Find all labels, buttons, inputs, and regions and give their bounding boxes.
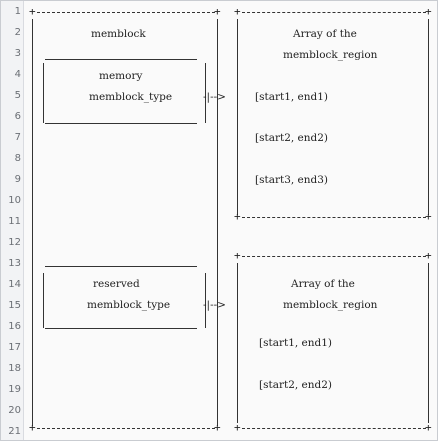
right-top-title-line1: Array of the [293,28,357,40]
right-bottom-entry: [start2, end2) [259,379,333,391]
corner-plus: + [425,421,432,434]
right-top-entry: [start3, end3) [255,174,329,186]
line-number: 3 [14,48,21,59]
left-box-left-border [32,19,33,426]
memory-region-type: memblock_type [89,91,173,103]
ascii-diagram: + + + + memblock memory memblock_type re… [23,1,437,440]
memory-arrow: -|--> [203,91,226,103]
line-number: 16 [8,321,21,332]
corner-plus: + [214,421,221,434]
reserved-region-name: reserved [93,278,140,290]
right-bottom-box-top-border [242,256,426,257]
right-bottom-title-line1: Array of the [291,278,355,290]
right-bottom-box-left-border [237,263,238,423]
line-number: 12 [8,237,21,248]
line-number-gutter: 1 2 3 4 5 6 7 8 9 10 11 12 13 14 15 16 1… [1,1,24,440]
line-number: 15 [8,300,21,311]
line-number: 6 [14,111,21,122]
reserved-box-bottom-border [45,328,197,329]
line-number: 20 [8,405,21,416]
left-box-bottom-border [37,428,215,429]
corner-plus: + [234,210,241,223]
memblock-title: memblock [91,28,146,40]
line-number: 11 [8,216,21,227]
corner-plus: + [234,5,241,18]
right-top-box-left-border [237,19,238,215]
line-number: 4 [14,69,21,80]
memory-box-bottom-border [45,123,197,124]
right-top-entry: [start2, end2) [255,132,329,144]
line-number: 5 [14,90,21,101]
line-number: 7 [14,132,21,143]
memory-region-name: memory [99,70,143,82]
left-box-right-border [217,19,218,426]
line-number: 9 [14,174,21,185]
memory-box-left-border [43,63,44,123]
line-number: 21 [8,426,21,437]
right-bottom-entry: [start1, end1) [259,337,333,349]
line-number: 14 [8,279,21,290]
right-top-box-top-border [242,12,426,13]
line-number: 18 [8,363,21,374]
reserved-box-left-border [43,273,44,328]
left-box-top-border [37,12,215,13]
reserved-box-top-border [45,266,197,267]
corner-plus: + [214,5,221,18]
right-top-title-line2: memblock_region [283,49,378,61]
right-top-entry: [start1, end1) [255,91,329,103]
line-number: 19 [8,384,21,395]
line-number: 1 [14,6,21,17]
right-bottom-box-bottom-border [242,428,426,429]
right-top-box-bottom-border [242,217,426,218]
right-bottom-box-right-border [428,263,429,423]
corner-plus: + [234,421,241,434]
corner-plus: + [29,5,36,18]
line-number: 10 [8,195,21,206]
line-number: 17 [8,342,21,353]
memory-box-right-border [205,63,206,123]
line-number: 13 [8,258,21,269]
corner-plus: + [29,421,36,434]
right-top-box-right-border [428,19,429,215]
reserved-region-type: memblock_type [87,299,171,311]
reserved-arrow: -|--> [203,299,226,311]
memory-box-top-border [45,59,197,60]
line-number: 8 [14,153,21,164]
line-number: 2 [14,27,21,38]
corner-plus: + [425,5,432,18]
corner-plus: + [425,210,432,223]
right-bottom-title-line2: memblock_region [283,299,378,311]
corner-plus: + [425,249,432,262]
reserved-box-right-border [205,273,206,328]
corner-plus: + [234,249,241,262]
